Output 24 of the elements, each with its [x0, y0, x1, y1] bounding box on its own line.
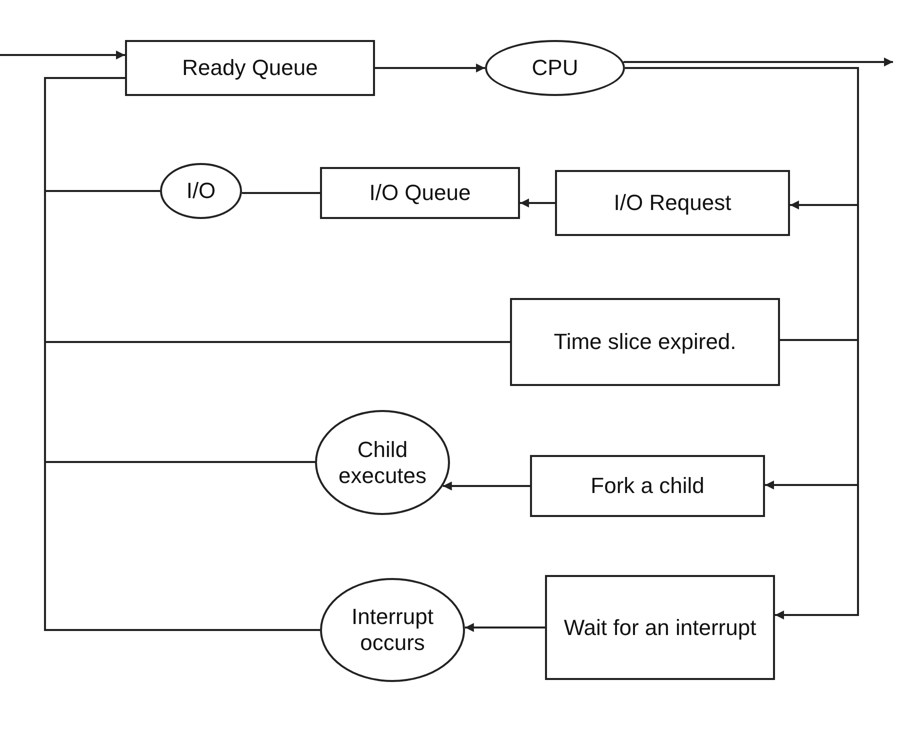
node-label: CPU — [532, 55, 578, 81]
arrow — [375, 64, 485, 72]
process-box — [510, 298, 780, 386]
node-label: Fork a child — [590, 473, 704, 499]
node-label: I/O — [186, 178, 216, 204]
process-box — [555, 170, 790, 236]
arrow — [442, 482, 530, 490]
node-label: Wait for an interrupt — [564, 614, 756, 640]
node-label: Child executes — [337, 436, 428, 488]
arrow — [623, 58, 893, 66]
arrow — [520, 198, 555, 208]
node-label: Ready Queue — [182, 55, 318, 81]
connector-line — [242, 192, 320, 194]
arrow — [464, 623, 545, 632]
node-label: I/O Request — [614, 190, 732, 216]
queue-box — [125, 40, 375, 96]
process-box — [545, 575, 775, 680]
node-label: Time slice expired. — [554, 329, 736, 355]
process-box — [530, 455, 765, 517]
arrow — [0, 50, 125, 60]
connector-line — [44, 77, 320, 631]
node-label: Interrupt occurs — [350, 604, 434, 656]
node-label: I/O Queue — [369, 180, 471, 206]
queue-box — [320, 167, 520, 219]
